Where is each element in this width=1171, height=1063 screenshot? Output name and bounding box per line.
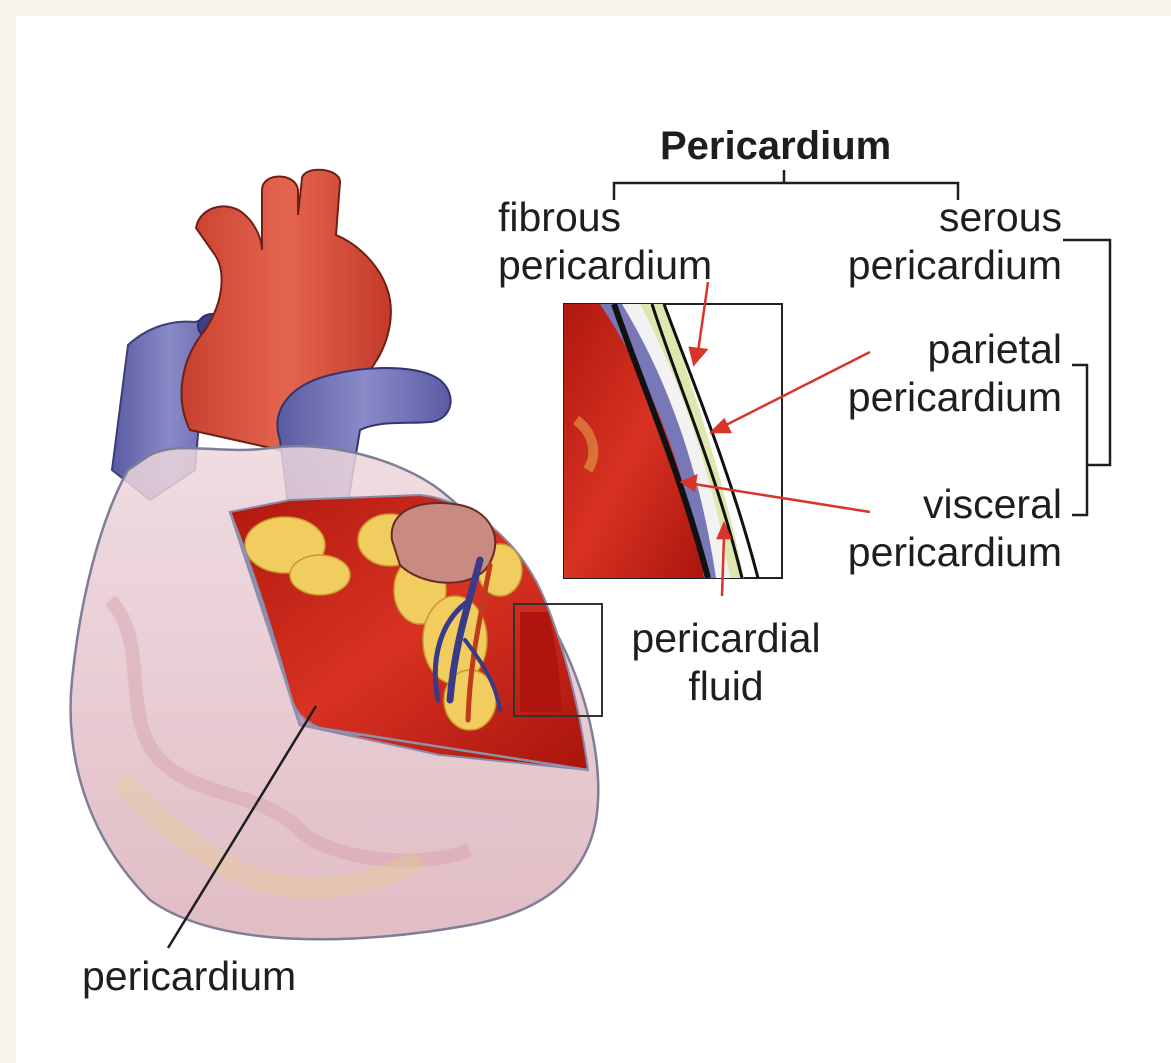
pericardial-fluid-label: pericardial fluid — [606, 614, 846, 710]
serous-label-line2: pericardium — [800, 241, 1062, 289]
diagram-title: Pericardium — [660, 122, 891, 170]
serous-bracket — [1063, 240, 1110, 515]
serous-pericardium-label: serous pericardium — [800, 193, 1062, 289]
fluid-label-line1: pericardial — [606, 614, 846, 662]
visceral-label-line2: pericardium — [800, 528, 1062, 576]
parietal-label-line2: pericardium — [800, 373, 1062, 421]
fibrous-label-line1: fibrous — [498, 193, 712, 241]
visceral-label-line1: visceral — [800, 480, 1062, 528]
serous-label-line1: serous — [800, 193, 1062, 241]
fluid-label-line2: fluid — [606, 662, 846, 710]
fibrous-label-line2: pericardium — [498, 241, 712, 289]
parietal-pericardium-label: parietal pericardium — [800, 325, 1062, 421]
parietal-label-line1: parietal — [800, 325, 1062, 373]
fibrous-pericardium-label: fibrous pericardium — [498, 193, 712, 289]
visceral-pericardium-label: visceral pericardium — [800, 480, 1062, 576]
pericardium-main-label: pericardium — [82, 952, 296, 1000]
